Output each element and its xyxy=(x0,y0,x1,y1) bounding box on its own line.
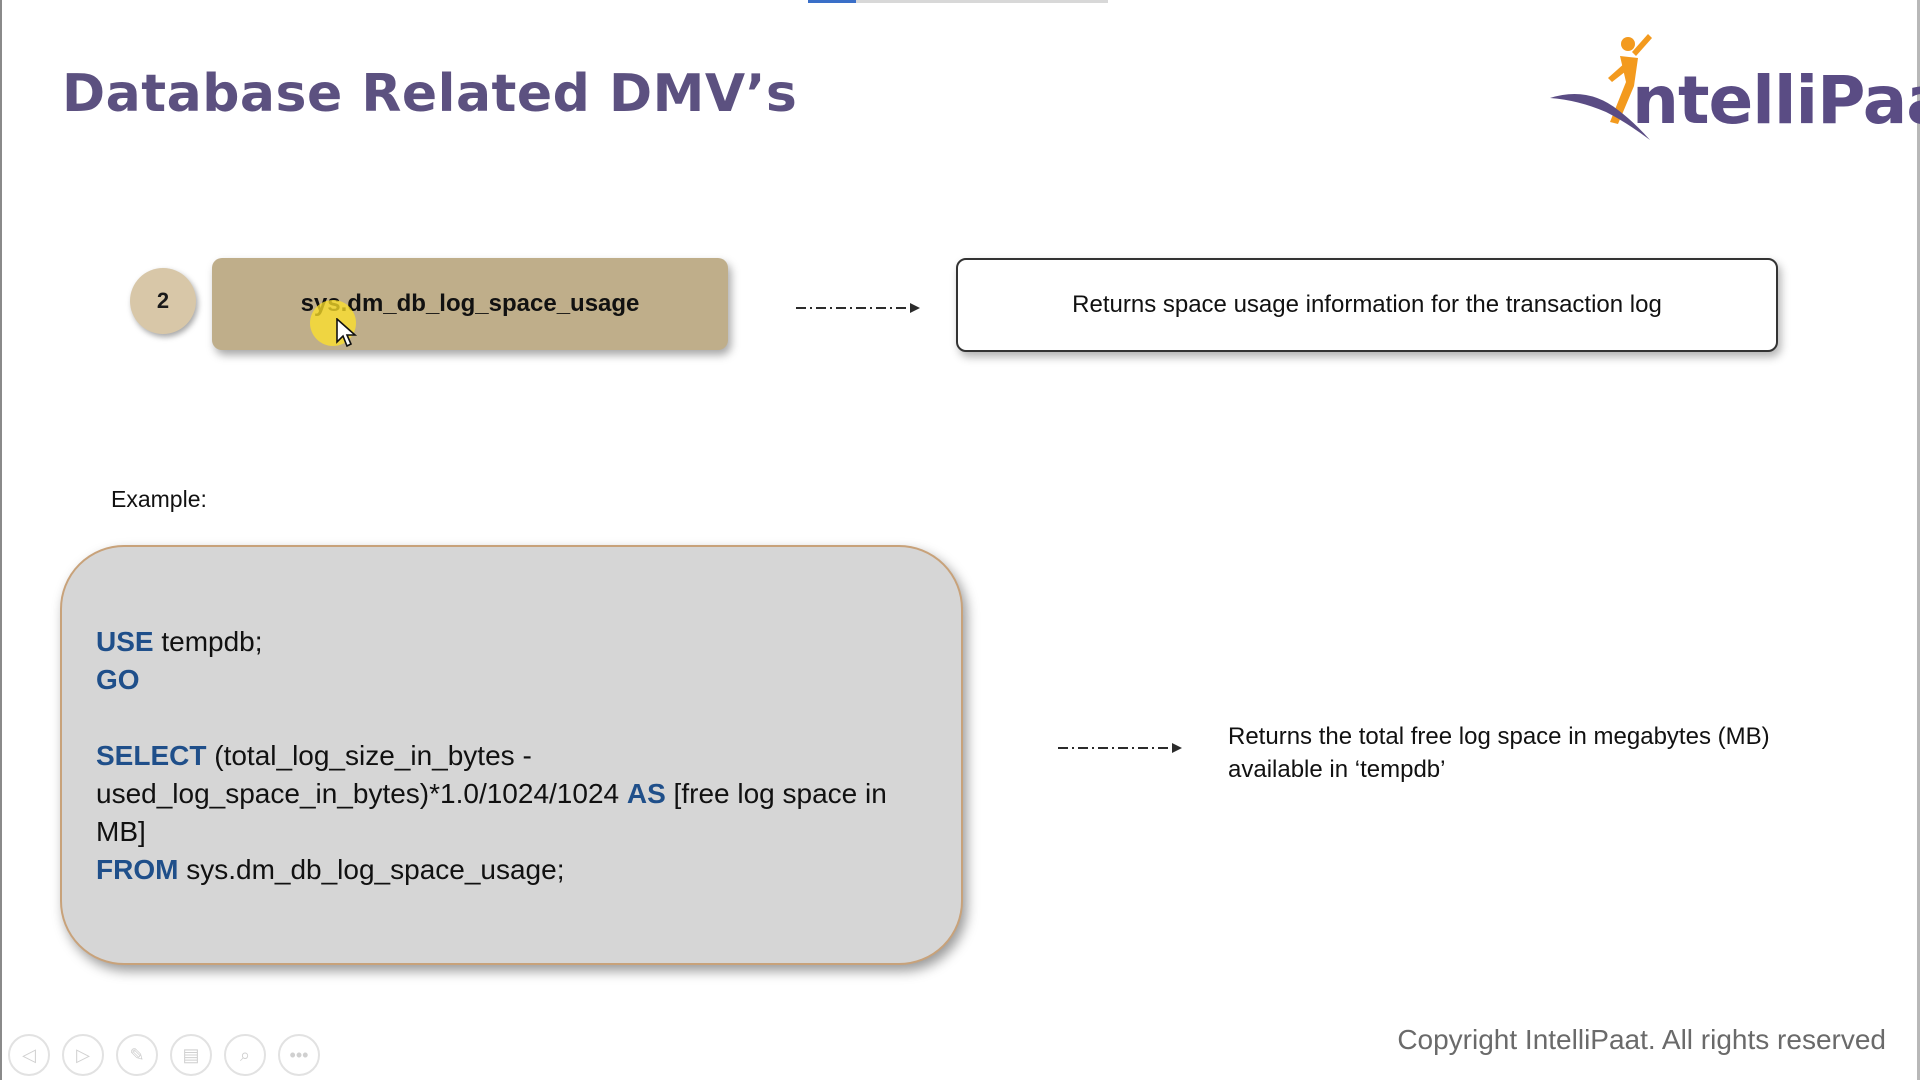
cursor-arrow-icon xyxy=(336,318,358,348)
code-line: MB] xyxy=(96,813,946,851)
zoom-icon: ⌕ xyxy=(239,1044,251,1065)
step-number-badge: 2 xyxy=(130,268,196,334)
zoom-button[interactable]: ⌕ xyxy=(224,1034,266,1076)
sql-text: [free log space in xyxy=(665,778,887,809)
previous-icon: ◁ xyxy=(22,1044,36,1065)
mouse-cursor xyxy=(310,300,366,356)
code-block: USE tempdb; GO SELECT (total_log_size_in… xyxy=(96,623,946,889)
dashed-arrow-icon xyxy=(796,303,920,313)
play-icon: ▷ xyxy=(76,1044,90,1065)
sql-keyword: AS xyxy=(626,778,666,809)
code-example-box: USE tempdb; GO SELECT (total_log_size_in… xyxy=(60,545,963,965)
sql-text: MB] xyxy=(96,816,146,847)
example-label: Example: xyxy=(111,486,207,512)
slides-button[interactable]: ▤ xyxy=(170,1034,212,1076)
code-line: GO xyxy=(96,661,946,699)
dashed-arrow-icon xyxy=(1058,743,1182,753)
logo-wordmark: ntelliPaat xyxy=(1632,62,1920,139)
sql-text: (total_log_size_in_bytes - xyxy=(206,740,532,771)
previous-button[interactable]: ◁ xyxy=(8,1034,50,1076)
sql-keyword: FROM xyxy=(96,854,179,885)
dmv-description-box: Returns space usage information for the … xyxy=(956,258,1778,352)
code-line-blank xyxy=(96,699,946,737)
slide-title: Database Related DMV’s xyxy=(62,64,798,124)
intellipaat-logo: ntelliPaat xyxy=(1548,22,1920,152)
slideshow-controls: ◁ ▷ ✎ ▤ ⌕ ••• xyxy=(8,1034,320,1076)
result-description: Returns the total free log space in mega… xyxy=(1228,720,1828,786)
sql-keyword: USE xyxy=(96,626,154,657)
result-line: available in ‘tempdb’ xyxy=(1228,756,1446,783)
logo-figure-icon xyxy=(1550,34,1652,140)
pen-icon: ✎ xyxy=(129,1044,145,1065)
presentation-progress-bar xyxy=(808,0,1108,3)
sql-text: sys.dm_db_log_space_usage; xyxy=(178,854,565,885)
sql-text: tempdb; xyxy=(153,626,263,657)
copyright-text: Copyright IntelliPaat. All rights reserv… xyxy=(1397,1024,1886,1055)
dmv-name-box: sys.dm_db_log_space_usage xyxy=(212,258,728,350)
result-line: Returns the total free log space in mega… xyxy=(1228,723,1770,750)
window-border-left xyxy=(0,0,2,1080)
sql-keyword: GO xyxy=(96,664,140,695)
presentation-progress-fill xyxy=(808,0,856,3)
code-line: FROM sys.dm_db_log_space_usage; xyxy=(96,851,946,889)
more-icon: ••• xyxy=(289,1044,309,1065)
sql-keyword: SELECT xyxy=(96,740,207,771)
code-line: USE tempdb; xyxy=(96,623,946,661)
more-button[interactable]: ••• xyxy=(278,1034,320,1076)
sql-text: used_log_space_in_bytes)*1.0/1024/1024 xyxy=(96,778,627,809)
window-border-right xyxy=(1917,0,1920,1080)
play-button[interactable]: ▷ xyxy=(62,1034,104,1076)
code-line: SELECT (total_log_size_in_bytes - xyxy=(96,737,946,775)
code-line: used_log_space_in_bytes)*1.0/1024/1024 A… xyxy=(96,775,946,813)
slides-icon: ▤ xyxy=(182,1044,200,1065)
pen-button[interactable]: ✎ xyxy=(116,1034,158,1076)
